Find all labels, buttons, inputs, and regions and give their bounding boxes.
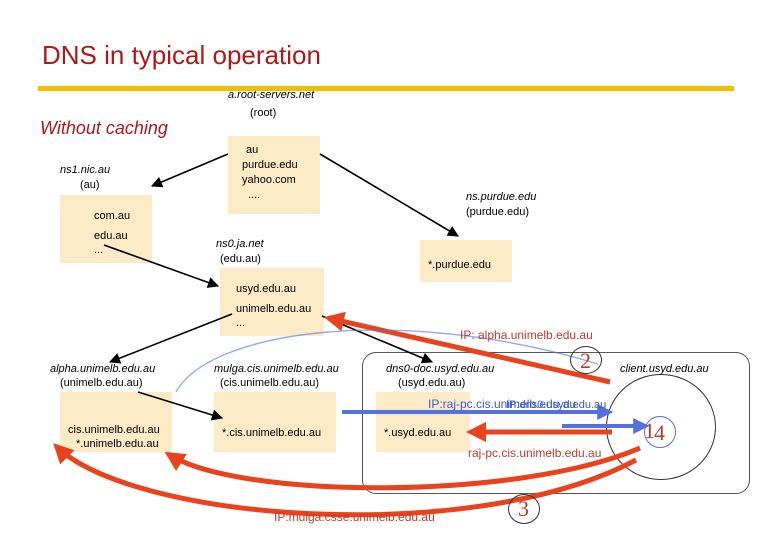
mulga-entry: *.cis.unimelb.edu.au	[222, 427, 322, 439]
mulga-server-box	[214, 392, 336, 452]
arrow-ja-to-alpha	[108, 313, 233, 364]
arrow-client-query-alpha	[175, 329, 599, 393]
dns0-server-zone: (usyd.edu.au)	[398, 377, 466, 389]
arrow-reply-ip-mulga	[164, 445, 641, 491]
nic-server-zone: (au)	[80, 179, 100, 191]
message-raj-query: raj-pc.cis.unimelb.edu.au	[468, 446, 602, 460]
slide-title: DNS in typical operation	[42, 40, 321, 70]
message-ip-raj: IP:raj-pc.cis.unimelb.edu.au	[428, 397, 577, 411]
purdue-entry: *.purdue.edu	[428, 259, 491, 271]
root-entry: ....	[248, 189, 261, 201]
ja-server-zone: (edu.au)	[220, 253, 261, 265]
ja-entry: ...	[236, 317, 246, 329]
arrow-root-to-purdue	[319, 153, 459, 237]
nic-entry: edu.au	[94, 230, 128, 242]
purdue-server-name: ns.purdue.edu	[466, 191, 537, 203]
step-2-circle	[570, 346, 602, 374]
root-entry: yahoo.com	[242, 174, 296, 186]
dns0-entry: *.usyd.edu.au	[384, 427, 452, 439]
mulga-server-name: mulga.cis.unimelb.edu.au	[214, 363, 339, 375]
ja-server-box	[220, 268, 324, 336]
root-entry: au	[246, 144, 259, 156]
ja-entry: unimelb.edu.au	[236, 303, 312, 315]
ja-entry: usyd.edu.au	[236, 283, 296, 295]
root-server-box	[228, 136, 320, 214]
nic-server-box	[60, 195, 152, 263]
root-server-zone: (root)	[250, 107, 277, 119]
client-host-name: client.usyd.edu.au	[620, 363, 709, 375]
arrow-reply-ip-alpha	[324, 311, 611, 385]
alpha-server-box	[60, 392, 172, 452]
message-ip-dns0: IP:dns0.usyd.edu.au	[506, 399, 607, 411]
alpha-entry: *.unimelb.edu.au	[76, 438, 159, 450]
ja-server-name: ns0.ja.net	[216, 238, 264, 250]
alpha-server-zone: (unimelb.edu.au)	[60, 377, 143, 389]
nic-entry: com.au	[94, 210, 131, 222]
title-underline	[38, 86, 734, 91]
step-4-circle	[644, 416, 676, 448]
arrow-reply-ip-raj	[53, 443, 638, 518]
message-ip-alpha: IP: alpha.unimelb.edu.au	[460, 328, 593, 342]
dns0-server-name: dns0-doc.usyd.edu.au	[386, 363, 495, 375]
message-ip-mulga: IP:mulga.csse.unimelb.edu.au	[274, 510, 435, 524]
nic-server-name: ns1.nic.au	[60, 164, 111, 176]
purdue-server-box	[420, 240, 512, 282]
arrow-nic-to-ja	[103, 244, 220, 288]
dns0-server-box	[376, 392, 470, 452]
alpha-entry: cis.unimelb.edu.au	[68, 424, 160, 436]
purdue-server-zone: (purdue.edu)	[466, 206, 529, 218]
root-server-name: a.root-servers.net	[228, 89, 315, 101]
root-entry: purdue.edu	[242, 159, 298, 171]
arrow-root-to-nic	[150, 153, 229, 188]
nic-entry: ...	[94, 244, 104, 256]
alpha-server-name: alpha.unimelb.edu.au	[50, 363, 156, 375]
arrow-alpha-to-mulga	[137, 391, 224, 421]
step-3-circle	[508, 494, 540, 524]
subtitle: Without caching	[40, 118, 168, 138]
mulga-server-zone: (cis.unimelb.edu.au)	[220, 377, 320, 389]
